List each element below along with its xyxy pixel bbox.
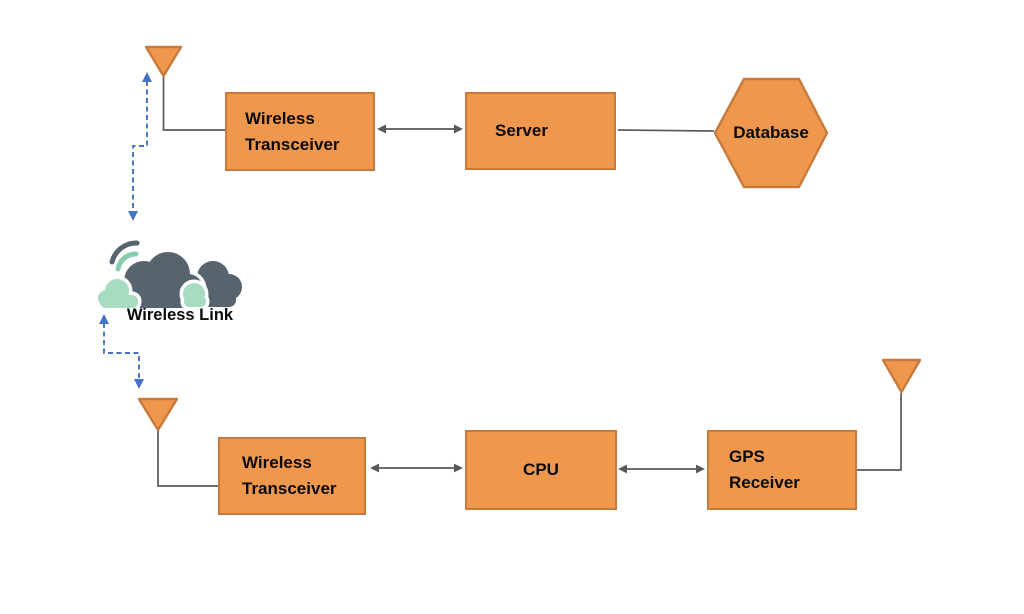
node-cpu: CPU <box>465 430 617 510</box>
cloud-teal-left <box>94 275 142 312</box>
arrowhead-right-icon <box>454 124 463 134</box>
arrowhead-down-icon <box>128 211 138 221</box>
cloud-teal-small <box>179 279 210 311</box>
connector-server-database <box>617 129 715 132</box>
antenna-icon <box>137 397 179 432</box>
node-label: CPU <box>523 460 559 479</box>
node-label: Server <box>495 121 548 140</box>
node-label: GPS <box>729 447 765 466</box>
cloud-icon <box>94 240 246 312</box>
antenna-icon <box>881 358 922 394</box>
node-gps-receiver: GPS Receiver <box>707 430 857 510</box>
cloud-front <box>120 248 207 312</box>
antenna-icon <box>144 45 183 78</box>
database-hexagon <box>713 77 829 189</box>
node-label: Transceiver <box>245 134 340 154</box>
arrowhead-left-icon <box>618 464 627 474</box>
arrowhead-right-icon <box>696 464 705 474</box>
arrowhead-left-icon <box>370 463 379 473</box>
node-label: Transceiver <box>242 479 337 498</box>
arrowhead-right-icon <box>454 463 463 473</box>
wireless-link-label: Wireless Link <box>126 306 234 324</box>
node-label: Wireless <box>242 453 312 472</box>
connector-antenna-transceiver-top <box>162 76 225 131</box>
wireless-link-dashed-bottom <box>103 323 140 380</box>
node-wireless-transceiver-top: Wireless Transceiver <box>225 92 375 171</box>
signal-arc-icon <box>109 240 140 272</box>
node-label: Receiver <box>729 473 800 492</box>
node-database-label: Database <box>733 123 809 142</box>
arrowhead-up-icon <box>142 72 152 82</box>
connector-gps-antenna <box>857 393 902 471</box>
node-wireless-transceiver-bottom: Wireless Transceiver <box>218 437 366 515</box>
arrowhead-left-icon <box>377 124 386 134</box>
node-label: Wireless <box>245 108 315 128</box>
arrowhead-up-icon <box>99 314 109 324</box>
wireless-link-dashed-top <box>132 81 148 212</box>
arrowhead-down-icon <box>134 379 144 389</box>
node-server: Server <box>465 92 616 170</box>
connector-antenna-transceiver-bottom <box>157 430 218 487</box>
